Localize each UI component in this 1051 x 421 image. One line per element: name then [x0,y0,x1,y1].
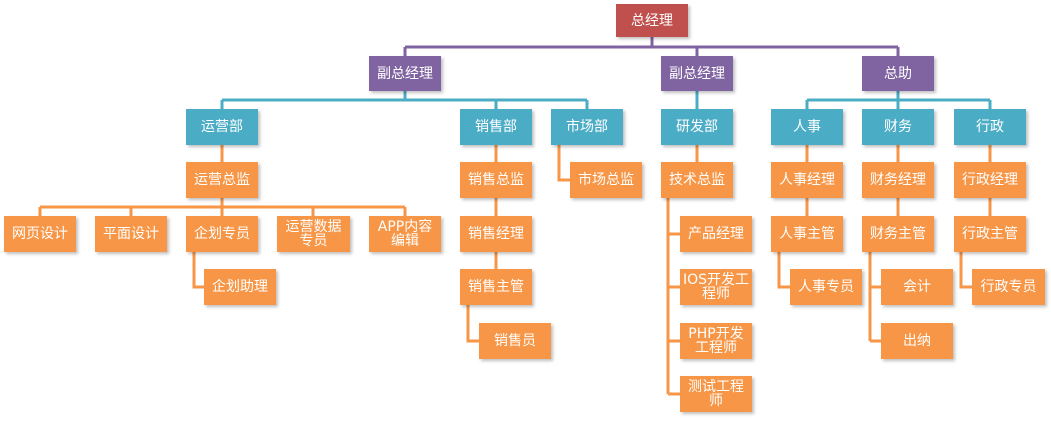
connector-asst [805,91,992,109]
connector-tech-dir [666,198,680,396]
connector-admin-sup [959,252,972,289]
node-general-manager: 总经理 [616,4,688,37]
node-finance-manager: 财务经理 [862,162,934,198]
connector-market [557,145,570,182]
connector-sales-sup [466,305,479,343]
connector-planner [192,252,204,289]
node-vice-gm-1: 副总经理 [369,56,441,91]
node-admin-dept: 行政 [954,109,1026,145]
node-general-assistant: 总助 [862,56,934,91]
node-admin-specialist: 行政专员 [972,269,1045,305]
node-sales-director: 销售总监 [460,162,532,198]
node-cashier: 出纳 [881,323,953,359]
node-web-design: 网页设计 [4,216,76,252]
node-hr-supervisor: 人事主管 [771,216,843,252]
node-ops-data-specialist: 运营数据专员 [277,216,350,252]
node-planning-specialist: 企划专员 [186,216,258,252]
node-hr-dept: 人事 [771,109,843,145]
connector-vp1 [220,91,589,109]
node-admin-manager: 行政经理 [954,162,1026,198]
node-php-engineer: PHP开发工程师 [680,323,752,359]
node-planning-assistant: 企划助理 [204,269,276,305]
node-vice-gm-2: 副总经理 [661,56,733,91]
node-finance-dept: 财务 [862,109,934,145]
node-test-engineer: 测试工程师 [680,376,752,412]
node-accountant: 会计 [881,269,953,305]
node-operations-director: 运营总监 [186,162,258,198]
node-admin-supervisor: 行政主管 [954,216,1026,252]
node-sales-supervisor: 销售主管 [460,269,532,305]
node-product-manager: 产品经理 [680,216,752,252]
node-rnd-dept: 研发部 [661,109,733,145]
node-hr-manager: 人事经理 [771,162,843,198]
node-app-content-editor: APP内容编辑 [369,216,441,252]
node-operations-dept: 运营部 [186,109,258,145]
connector-ops-dir [38,198,407,216]
node-marketing-dept: 市场部 [551,109,623,145]
node-finance-supervisor: 财务主管 [862,216,934,252]
node-salesperson: 销售员 [479,323,551,359]
node-graphic-design: 平面设计 [95,216,167,252]
connector-root [403,37,900,56]
connector-fin-sup [868,252,881,343]
node-ios-engineer: IOS开发工程师 [680,269,752,305]
node-sales-manager: 销售经理 [460,216,532,252]
node-marketing-director: 市场总监 [570,162,642,198]
node-tech-director: 技术总监 [661,162,733,198]
connector-hr-sup [777,252,790,289]
node-sales-dept: 销售部 [460,109,532,145]
node-hr-specialist: 人事专员 [790,269,862,305]
